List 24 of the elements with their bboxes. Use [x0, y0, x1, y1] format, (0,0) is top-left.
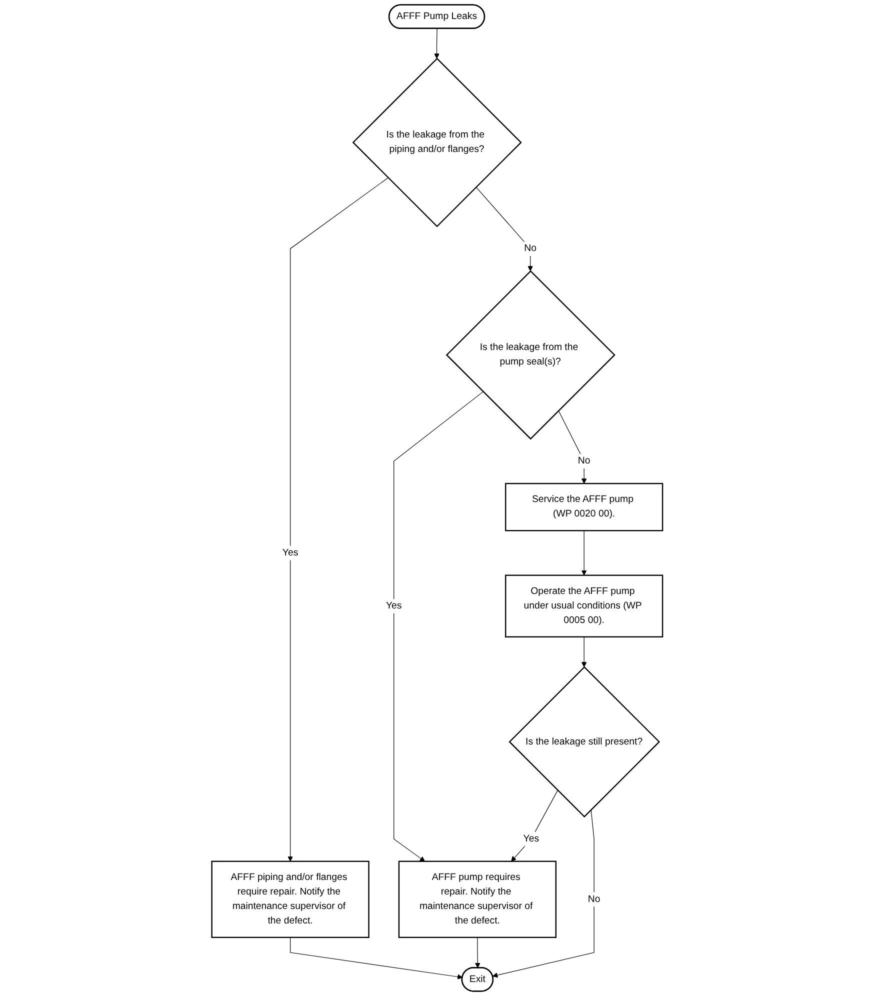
arrow [434, 28, 440, 59]
node-diamond: Is the leakage from the pump seal(s)? [446, 270, 616, 440]
arrow [288, 177, 389, 862]
edge-label: Yes [524, 834, 540, 844]
edge-label: Yes [282, 548, 298, 558]
node-box: AFFF pump requires repair. Notify the maintenance supervisor of the defect. [398, 860, 557, 938]
arrow [475, 937, 481, 968]
edge-label: No [588, 894, 601, 904]
arrow [492, 809, 595, 978]
node-diamond: Is the leakage from the piping and/or flanges? [352, 58, 522, 228]
arrow [582, 636, 588, 668]
node-box: Operate the AFFF pump under usual conditions (WP 0005 00). [505, 574, 664, 638]
arrow [290, 937, 463, 980]
node-box: Service the AFFF pump (WP 0020 00). [505, 482, 664, 532]
arrow [476, 186, 534, 272]
arrow [558, 410, 588, 484]
edge-label: Yes [386, 600, 402, 611]
arrow [582, 530, 588, 576]
arrow [511, 790, 558, 862]
arrow [394, 391, 484, 862]
node-box: AFFF piping and/or flanges require repair. Notify the maintenance supervisor of the defect. [212, 860, 370, 938]
edge-label: No [578, 456, 591, 466]
node-diamond: Is the leakage still present? [509, 666, 660, 818]
edge-label: No [524, 243, 537, 254]
